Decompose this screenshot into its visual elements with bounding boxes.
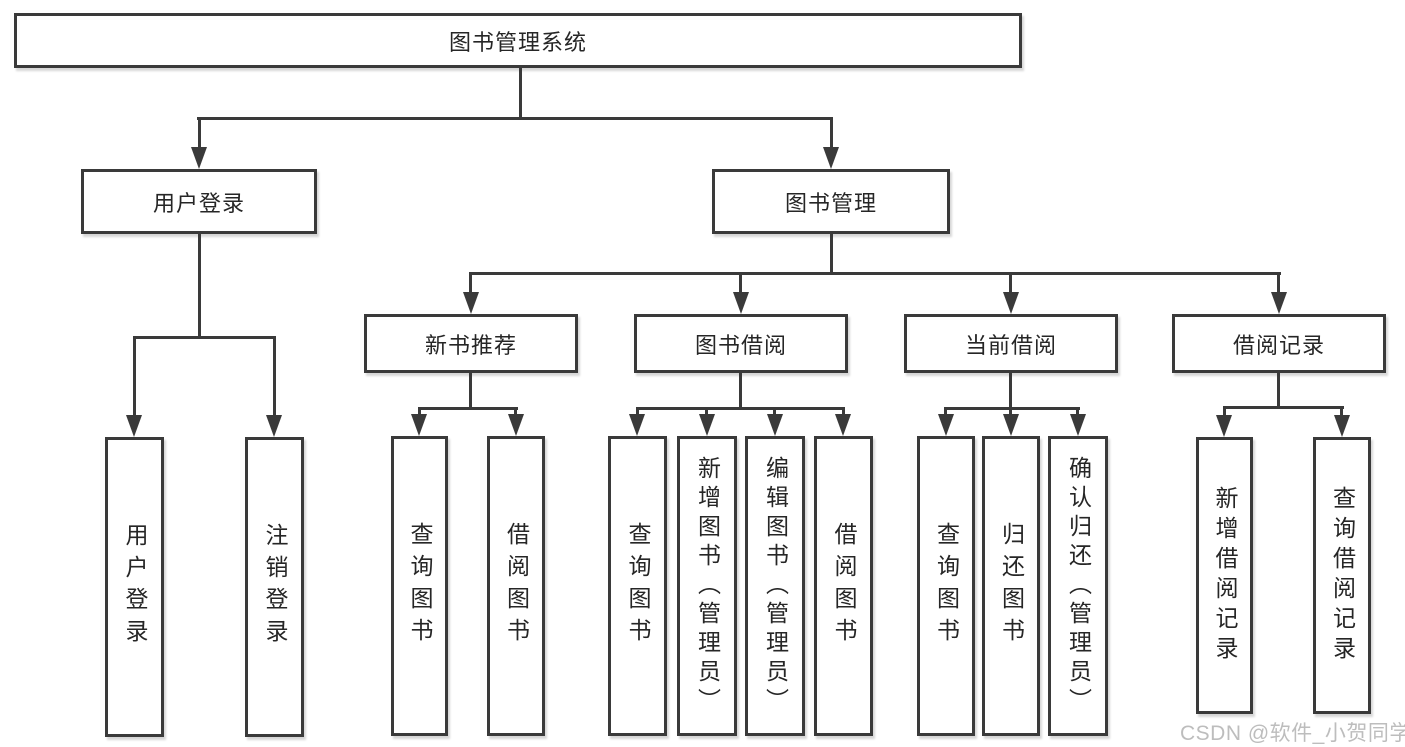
arrow-down-icon	[266, 415, 282, 437]
leaf-borrow-edit-book-label: 编辑图书（管理员）	[762, 455, 789, 717]
node-new-book-rec: 新书推荐	[364, 314, 578, 373]
leaf-borrow-query-book: 查询图书	[608, 436, 667, 736]
connector-line	[944, 407, 947, 415]
leaf-current-return-book-label: 归还图书	[998, 522, 1025, 650]
connector-line	[705, 407, 708, 415]
leaf-logout: 注销登录	[245, 437, 304, 737]
leaf-borrow-add-book: 新增图书（管理员）	[677, 436, 737, 736]
leaf-rec-borrow-book-label: 借阅图书	[503, 522, 530, 650]
connector-line	[198, 234, 201, 338]
leaf-rec-query-book: 查询图书	[391, 436, 448, 736]
leaf-records-add-record: 新增借阅记录	[1196, 437, 1253, 714]
connector-line	[739, 272, 742, 294]
leaf-records-query-record-label: 查询借阅记录	[1329, 485, 1356, 666]
arrow-down-icon	[733, 292, 749, 314]
node-user-login-label: 用户登录	[152, 190, 245, 216]
arrow-down-icon	[823, 147, 839, 169]
connector-line	[514, 407, 517, 415]
node-root: 图书管理系统	[14, 13, 1022, 68]
connector-line	[469, 272, 472, 294]
connector-line	[418, 407, 518, 410]
node-borrow-records: 借阅记录	[1172, 314, 1386, 373]
connector-line	[198, 117, 201, 150]
node-book-borrow: 图书借阅	[634, 314, 848, 373]
leaf-user-login-label: 用户登录	[122, 523, 148, 651]
arrow-down-icon	[191, 147, 207, 169]
leaf-current-query-book: 查询图书	[917, 436, 975, 736]
connector-line	[739, 373, 742, 409]
connector-line	[197, 117, 833, 120]
connector-line	[1009, 373, 1012, 409]
arrow-down-icon	[1070, 414, 1086, 436]
leaf-records-add-record-label: 新增借阅记录	[1212, 485, 1238, 666]
node-new-book-rec-label: 新书推荐	[424, 332, 517, 358]
arrow-down-icon	[1334, 415, 1350, 437]
leaf-current-confirm-return-label: 确认归还（管理员）	[1065, 455, 1092, 717]
arrow-down-icon	[1216, 415, 1232, 437]
connector-line	[273, 336, 276, 417]
node-current-borrow-label: 当前借阅	[964, 332, 1057, 358]
connector-line	[1340, 406, 1343, 415]
node-current-borrow: 当前借阅	[904, 314, 1118, 373]
leaf-user-login: 用户登录	[105, 437, 164, 737]
leaf-borrow-query-book-label: 查询图书	[625, 522, 651, 650]
connector-line	[1076, 407, 1079, 415]
connector-line	[1009, 272, 1012, 294]
arrow-down-icon	[126, 415, 142, 437]
arrow-down-icon	[938, 414, 954, 436]
connector-line	[944, 407, 1080, 410]
connector-line	[1223, 406, 1344, 409]
leaf-borrow-borrow-book-label: 借阅图书	[831, 522, 857, 650]
watermark: CSDN @软件_小贺同学	[1180, 722, 1405, 745]
node-book-mgmt-label: 图书管理	[784, 190, 877, 216]
leaf-borrow-borrow-book: 借阅图书	[814, 436, 873, 736]
leaf-current-return-book: 归还图书	[982, 436, 1040, 736]
node-root-label: 图书管理系统	[448, 29, 587, 55]
leaf-borrow-edit-book: 编辑图书（管理员）	[745, 436, 805, 736]
leaf-rec-query-book-label: 查询图书	[407, 522, 433, 650]
leaf-logout-label: 注销登录	[262, 523, 288, 651]
connector-line	[133, 336, 276, 339]
connector-line	[1277, 272, 1280, 294]
arrow-down-icon	[508, 414, 524, 436]
node-user-login: 用户登录	[81, 169, 317, 234]
leaf-current-confirm-return: 确认归还（管理员）	[1048, 436, 1108, 736]
connector-line	[842, 407, 845, 415]
connector-line	[1009, 407, 1012, 415]
connector-line	[636, 407, 845, 410]
leaf-records-query-record: 查询借阅记录	[1313, 437, 1371, 714]
node-book-borrow-label: 图书借阅	[694, 332, 787, 358]
connector-line	[418, 407, 421, 415]
connector-line	[1223, 406, 1226, 415]
connector-line	[773, 407, 776, 415]
connector-line	[830, 117, 833, 150]
leaf-borrow-add-book-label: 新增图书（管理员）	[694, 455, 721, 717]
connector-line	[469, 373, 472, 409]
node-book-mgmt: 图书管理	[712, 169, 950, 234]
node-borrow-records-label: 借阅记录	[1232, 332, 1325, 358]
arrow-down-icon	[1003, 292, 1019, 314]
arrow-down-icon	[767, 414, 783, 436]
arrow-down-icon	[1271, 292, 1287, 314]
connector-line	[830, 234, 833, 274]
connector-line	[469, 272, 1281, 275]
arrow-down-icon	[835, 414, 851, 436]
connector-line	[636, 407, 639, 415]
connector-line	[133, 336, 136, 417]
arrow-down-icon	[1003, 414, 1019, 436]
leaf-current-query-book-label: 查询图书	[933, 522, 960, 650]
arrow-down-icon	[411, 414, 427, 436]
connector-line	[1277, 373, 1280, 408]
arrow-down-icon	[463, 292, 479, 314]
leaf-rec-borrow-book: 借阅图书	[487, 436, 545, 736]
arrow-down-icon	[699, 414, 715, 436]
connector-line	[519, 68, 522, 118]
arrow-down-icon	[629, 414, 645, 436]
